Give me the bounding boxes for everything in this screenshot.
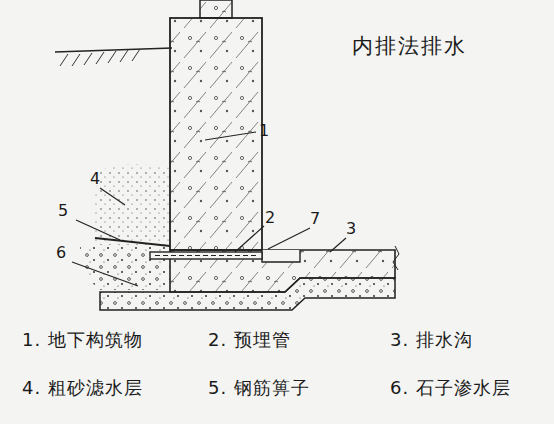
legend-text: 2. 预埋管 — [208, 330, 291, 350]
callout-number: 6 — [56, 244, 66, 262]
legend-text: 1. 地下构筑物 — [22, 330, 143, 350]
callout-number: 2 — [265, 209, 275, 227]
diagram-title: 内排法排水 — [352, 35, 467, 58]
legend-text: 6. 石子渗水层 — [390, 378, 511, 398]
legend-text: 5. 钢筋箅子 — [208, 378, 310, 398]
callout-number: 4 — [90, 170, 100, 188]
callout-number: 5 — [58, 202, 68, 220]
legend-text: 4. 粗砂滤水层 — [22, 378, 143, 398]
callout-number: 7 — [310, 210, 320, 228]
callout-number: 3 — [346, 220, 356, 238]
callout-number: 1 — [259, 122, 269, 140]
legend-text: 3. 排水沟 — [390, 330, 473, 350]
